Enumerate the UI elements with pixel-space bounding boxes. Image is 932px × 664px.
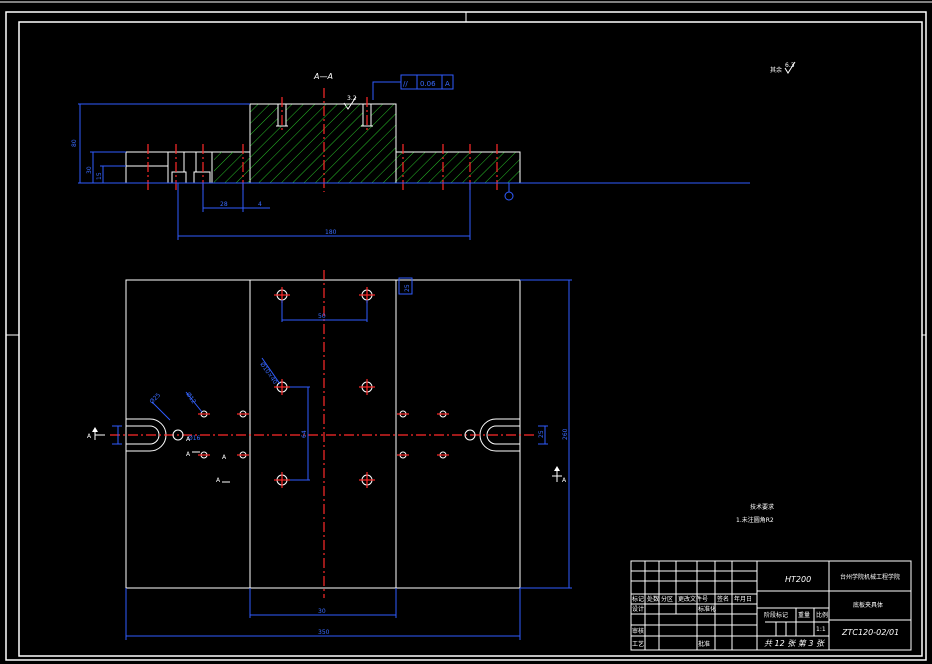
svg-text:处数: 处数 [647, 595, 659, 603]
section-markers: A A A A A A [87, 427, 567, 484]
svg-text:4: 4 [258, 201, 262, 208]
svg-text://: // [403, 80, 408, 88]
top-view-holes [172, 287, 476, 488]
svg-text:1:1: 1:1 [816, 626, 826, 633]
svg-text:比例: 比例 [816, 611, 828, 619]
title-drawing-no: ZTC120-02/01 [841, 628, 899, 637]
top-view-dimensions: 50 25 64 Ø10×40 Ø12 Ø25 Ø16 30 350 260 2… [112, 277, 572, 640]
svg-text:技术要求: 技术要求 [750, 503, 774, 511]
title-process-label: 工艺 [632, 640, 644, 648]
svg-text:28: 28 [220, 201, 228, 208]
roughness-local: 3.2 [347, 95, 357, 102]
svg-text:64: 64 [301, 430, 308, 438]
inner-frame [18, 21, 923, 657]
svg-text:A: A [186, 436, 191, 443]
top-view-outline [125, 279, 521, 589]
title-rev-row: 标记 处数 分区 更改文件号 签名 年月日 [632, 595, 752, 603]
title-company: 台州学院机械工程学院 [840, 573, 900, 581]
svg-text:15: 15 [96, 172, 103, 180]
section-label: A—A [313, 72, 333, 81]
svg-text:260: 260 [562, 428, 569, 440]
svg-text:A: A [222, 454, 227, 461]
svg-text:A: A [87, 433, 92, 440]
title-design-row: 设计 标准化 [632, 605, 716, 613]
svg-text:A: A [562, 477, 567, 484]
svg-text:Ø10×40: Ø10×40 [258, 361, 278, 386]
svg-text:0.06: 0.06 [420, 80, 436, 88]
section-dimensions: 80 30 15 28 4 180 [71, 103, 514, 240]
svg-text:25: 25 [404, 284, 411, 292]
svg-text:设计: 设计 [632, 605, 644, 613]
svg-text:标记: 标记 [632, 595, 644, 603]
svg-text:标准化: 标准化 [698, 605, 716, 613]
outer-frame [5, 11, 927, 661]
svg-text:年月日: 年月日 [734, 595, 752, 603]
title-check-label: 审核 [632, 627, 644, 635]
svg-text:其余: 其余 [770, 66, 782, 74]
title-sheets: 共 12 张 第 3 张 [764, 639, 825, 648]
svg-text:180: 180 [325, 229, 337, 236]
svg-text:重量: 重量 [798, 611, 810, 619]
svg-text:1.未注圆角R2: 1.未注圆角R2 [736, 516, 774, 524]
svg-text:A: A [445, 80, 450, 88]
svg-text:分区: 分区 [661, 595, 673, 603]
svg-text:350: 350 [318, 629, 330, 636]
section-body [125, 103, 521, 184]
technical-notes: 技术要求 1.未注圆角R2 [736, 503, 774, 524]
svg-text:A: A [216, 477, 221, 484]
svg-text:Ø16: Ø16 [188, 435, 201, 442]
svg-text:80: 80 [71, 139, 78, 147]
svg-text:更改文件号: 更改文件号 [678, 595, 708, 603]
svg-text:30: 30 [86, 166, 93, 174]
svg-text:签名: 签名 [717, 595, 729, 603]
svg-text:50: 50 [318, 313, 326, 320]
svg-text:25: 25 [538, 430, 545, 438]
svg-text:30: 30 [318, 608, 326, 615]
svg-text:阶段标记: 阶段标记 [764, 611, 788, 619]
section-centerlines [147, 88, 498, 192]
svg-text:Ø25: Ø25 [148, 392, 162, 406]
title-block [630, 560, 912, 651]
roughness-general: 其余 6.3 [770, 61, 796, 74]
title-stage-row: 阶段标记 重量 比例 1:1 [764, 611, 828, 633]
svg-text:A: A [186, 451, 191, 458]
title-part-name: 底板夹具体 [853, 601, 883, 609]
title-material: HT200 [785, 575, 811, 584]
title-approve-label: 批准 [698, 640, 710, 648]
tolerance-frame: // 0.06 A [372, 74, 454, 100]
svg-text:6.3: 6.3 [785, 62, 795, 69]
